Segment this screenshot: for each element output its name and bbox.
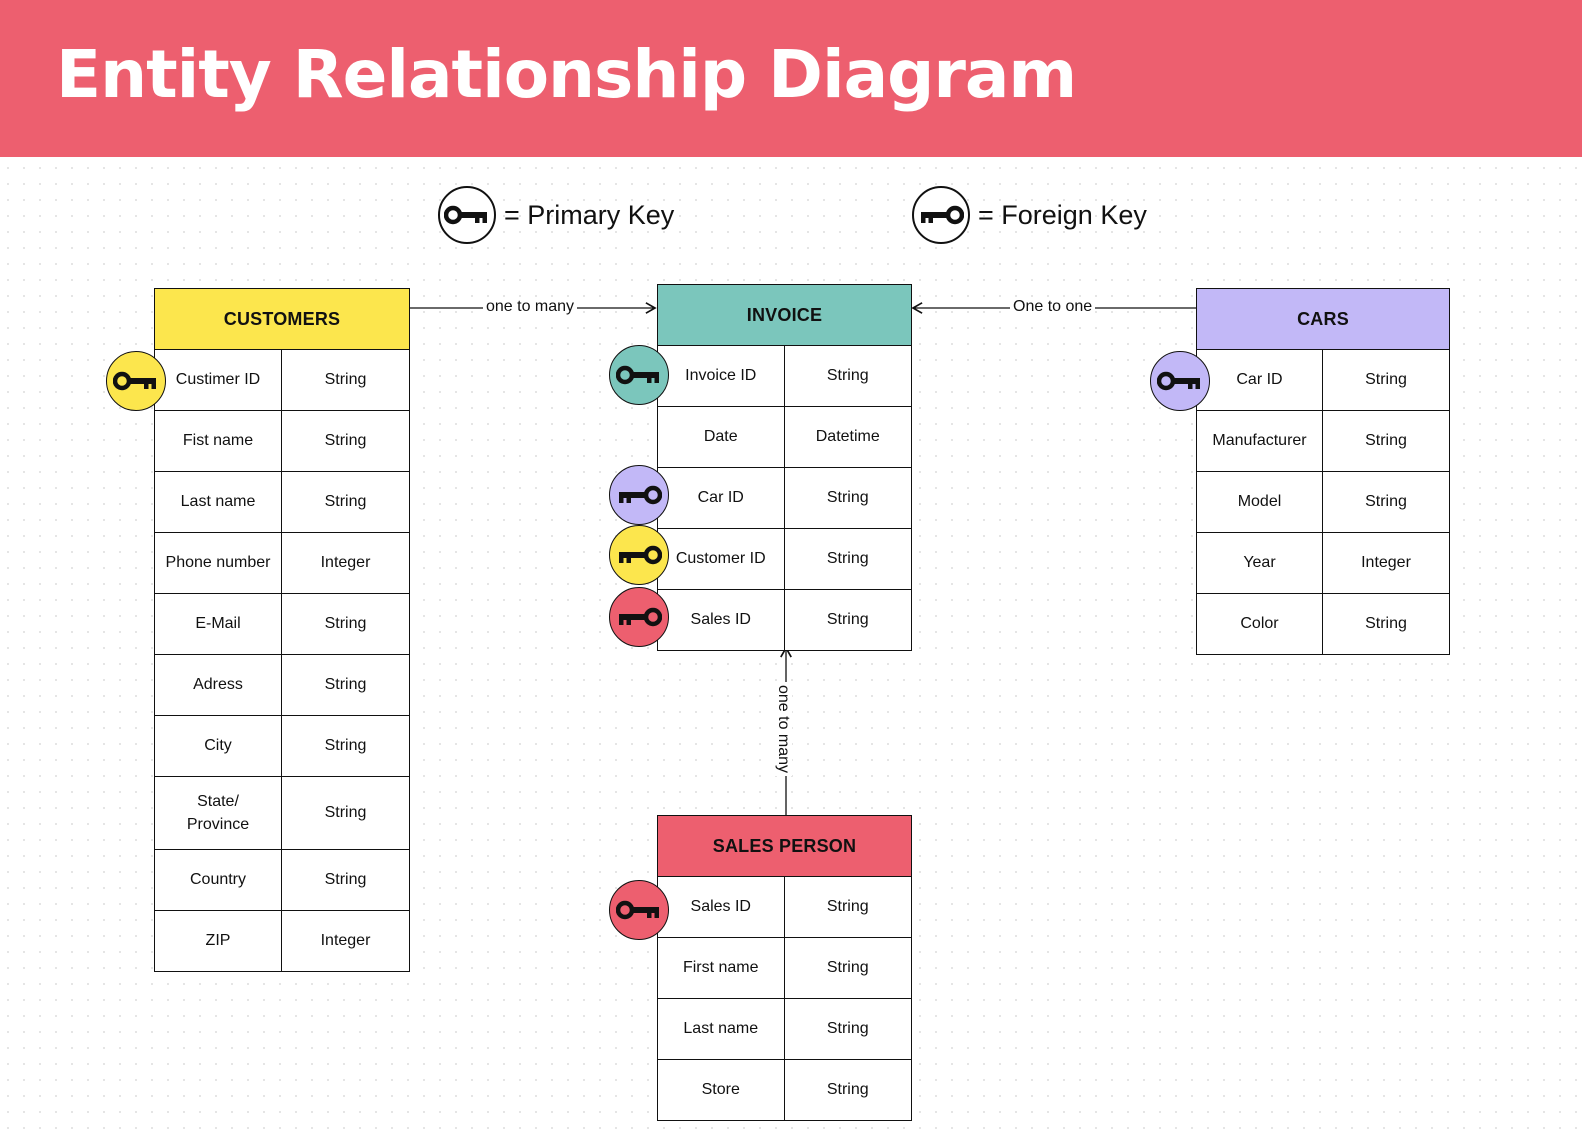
table-row: Phone number Integer: [155, 533, 409, 594]
field-name: Color: [1197, 594, 1323, 654]
field-name: Custimer ID: [155, 350, 282, 410]
field-name: State/ Province: [155, 777, 282, 849]
field-name: Car ID: [658, 468, 785, 528]
entity-cars: CARS Car ID String Manufacturer String M…: [1196, 288, 1450, 655]
primary-key-icon: [1150, 351, 1210, 411]
primary-key-icon: [609, 880, 669, 940]
field-type: Datetime: [815, 428, 880, 446]
field-type: String: [826, 367, 869, 385]
field-type: String: [1365, 615, 1407, 633]
table-row: Custimer ID String: [155, 350, 409, 411]
table-row: Manufacturer String: [1197, 411, 1449, 472]
field-type: String: [826, 898, 869, 916]
field-name: E-Mail: [155, 594, 282, 654]
table-row: City String: [155, 716, 409, 777]
legend-foreign-key: = Foreign Key: [912, 186, 1147, 244]
field-type: String: [324, 804, 367, 822]
table-row: Sales ID String: [658, 590, 911, 650]
field-name: Model: [1197, 472, 1323, 532]
foreign-key-icon: [912, 186, 970, 244]
legend-primary-key: = Primary Key: [438, 186, 674, 244]
table-row: Color String: [1197, 594, 1449, 654]
entity-header-cars: CARS: [1197, 289, 1449, 350]
table-row: Last name String: [658, 999, 911, 1060]
field-name: City: [155, 716, 282, 776]
field-name: Year: [1197, 533, 1323, 593]
field-type: String: [324, 432, 367, 450]
field-type: String: [826, 1020, 869, 1038]
field-name: Sales ID: [658, 877, 785, 937]
field-type: String: [1365, 371, 1407, 389]
field-type: String: [826, 959, 869, 977]
page-title: Entity Relationship Diagram: [56, 36, 1077, 113]
table-row: Country String: [155, 850, 409, 911]
entity-header-customers: CUSTOMERS: [155, 289, 409, 350]
foreign-key-icon: [609, 587, 669, 647]
primary-key-icon: [438, 186, 496, 244]
field-type: String: [826, 1081, 869, 1099]
table-row: First name String: [658, 938, 911, 999]
table-row: Customer ID String: [658, 529, 911, 590]
primary-key-icon: [106, 351, 166, 411]
field-type: Integer: [1361, 554, 1411, 572]
field-type: String: [324, 676, 367, 694]
field-name: Sales ID: [658, 590, 785, 650]
field-name: Manufacturer: [1197, 411, 1323, 471]
field-name: Store: [658, 1060, 785, 1120]
foreign-key-icon: [609, 525, 669, 585]
table-row: Sales ID String: [658, 877, 911, 938]
table-row: State/ Province String: [155, 777, 409, 850]
legend-foreign-label: = Foreign Key: [978, 199, 1147, 230]
entity-sales-person: SALES PERSON Sales ID String First name …: [657, 815, 912, 1121]
table-row: ZIP Integer: [155, 911, 409, 971]
relationship-label-cars-invoice: One to one: [1010, 298, 1096, 316]
table-row: Car ID String: [1197, 350, 1449, 411]
table-row: Car ID String: [658, 468, 911, 529]
field-type: String: [324, 493, 367, 511]
entity-header-sales-person: SALES PERSON: [658, 816, 911, 877]
field-name: Country: [155, 850, 282, 910]
entity-customers: CUSTOMERS Custimer ID String Fist name S…: [154, 288, 410, 972]
field-name: Date: [658, 407, 785, 467]
table-row: E-Mail String: [155, 594, 409, 655]
field-type: String: [324, 615, 367, 633]
field-type: String: [324, 371, 367, 389]
field-name: Last name: [658, 999, 785, 1059]
table-row: Last name String: [155, 472, 409, 533]
field-name: Car ID: [1197, 350, 1323, 410]
table-row: Store String: [658, 1060, 911, 1120]
field-type: String: [324, 871, 367, 889]
field-type: String: [324, 737, 367, 755]
field-type: Integer: [320, 554, 371, 572]
field-name: Invoice ID: [658, 346, 785, 406]
field-type: String: [1365, 432, 1407, 450]
table-row: Fist name String: [155, 411, 409, 472]
field-type: String: [826, 550, 869, 568]
field-name: Customer ID: [658, 529, 785, 589]
relationship-label-salesperson-invoice: one to many: [774, 682, 792, 777]
table-row: Adress String: [155, 655, 409, 716]
table-row: Year Integer: [1197, 533, 1449, 594]
field-name: Phone number: [155, 533, 282, 593]
field-name: Last name: [155, 472, 282, 532]
field-type: Integer: [320, 932, 371, 950]
field-type: String: [826, 489, 869, 507]
field-type: String: [826, 611, 869, 629]
field-name: First name: [658, 938, 785, 998]
legend-primary-label: = Primary Key: [504, 199, 675, 230]
field-name: ZIP: [155, 911, 282, 971]
title-banner: Entity Relationship Diagram: [0, 0, 1582, 157]
foreign-key-icon: [609, 465, 669, 525]
field-name: Adress: [155, 655, 282, 715]
table-row: Model String: [1197, 472, 1449, 533]
primary-key-icon: [609, 345, 669, 405]
entity-invoice: INVOICE Invoice ID String Date Datetime …: [657, 284, 912, 651]
table-row: Date Datetime: [658, 407, 911, 468]
field-name: Fist name: [155, 411, 282, 471]
field-type: String: [1365, 493, 1407, 511]
entity-header-invoice: INVOICE: [658, 285, 911, 346]
table-row: Invoice ID String: [658, 346, 911, 407]
relationship-label-customers-invoice: one to many: [483, 298, 578, 316]
